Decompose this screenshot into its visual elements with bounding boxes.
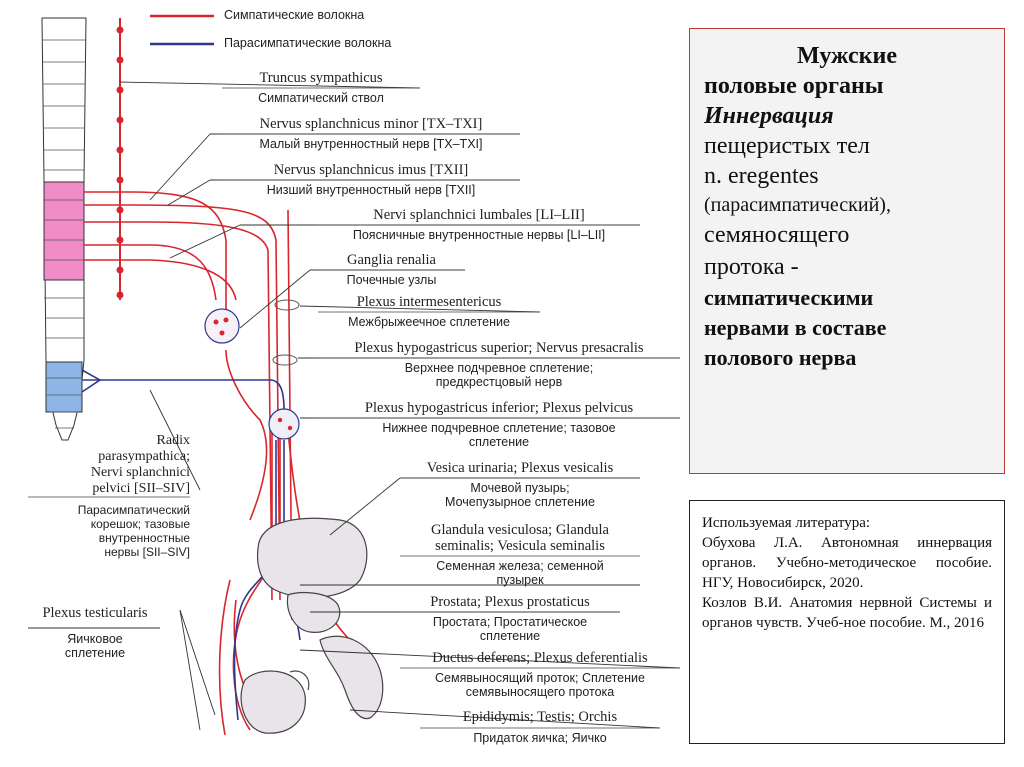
- label-ductus-latin: Ductus deferens; Plexus deferentialis: [432, 650, 648, 666]
- legend-sympathetic: Симпатические волокна: [224, 8, 365, 22]
- spinal-segment-lines: [43, 39, 86, 429]
- references-heading: Используемая литература:: [702, 515, 871, 531]
- innervation-diagram: [28, 14, 681, 736]
- label-testicularis-ru2: сплетение: [64, 646, 126, 660]
- label-ductus-ru: Семявыносящий проток; Сплетение: [435, 671, 645, 685]
- info-text-line: протока -: [704, 254, 799, 280]
- label-ductus-ru2: семявыносящего протока: [465, 685, 615, 699]
- label-lumbales-latin: Nervi splanchnici lumbales [LI–LII]: [373, 207, 585, 223]
- label-testicularis-latin: Plexus testicularis: [42, 605, 148, 621]
- label-radix-ru: Парасимпатический корешок; тазовые внутр…: [20, 503, 190, 559]
- info-title-line2: половые органы: [704, 73, 884, 99]
- label-hyposup-ru2: предкрестцовый нерв: [435, 375, 563, 389]
- info-text-line: симпатическими: [704, 285, 874, 310]
- ganglion-renale: [204, 308, 240, 344]
- label-vesica-ru2: Мочепузырное сплетение: [445, 495, 595, 509]
- radix-latin-line: Nervi splanchnici: [90, 465, 190, 480]
- epididymis: [289, 670, 310, 691]
- label-prostata-ru2: сплетение: [479, 629, 541, 643]
- label-separators: [28, 87, 680, 729]
- label-hypoinf-latin: Plexus hypogastricus inferior; Plexus pe…: [364, 400, 634, 416]
- label-imus-ru: Низший внутренностный нерв [TXII]: [266, 183, 476, 197]
- info-title-line1: Мужские: [797, 43, 897, 69]
- radix-ru-line: Парасимпатический: [77, 503, 190, 517]
- radix-ru-line: нервы [SII–SIV]: [104, 545, 190, 559]
- sympathetic-fibers: [84, 191, 351, 736]
- label-imus-latin: Nervus splanchnicus imus [TXII]: [273, 162, 469, 178]
- plexus-intermesentericus: [274, 299, 300, 311]
- info-heading: Иннервация: [704, 103, 834, 129]
- label-intermes-latin: Plexus intermesentericus: [356, 294, 502, 310]
- label-prostata-latin: Prostata; Plexus prostaticus: [430, 594, 590, 610]
- label-hyposup-latin: Plexus hypogastricus superior; Nervus pr…: [354, 340, 644, 356]
- info-text-line: нервами в составе: [704, 315, 887, 340]
- label-testicularis-ru: Яичковое: [67, 632, 123, 646]
- pelvic-organs: [240, 517, 384, 734]
- reference-item: Обухова Л.А. Автономная иннервация орган…: [702, 535, 992, 591]
- radix-ru-line: корешок; тазовые: [90, 517, 190, 531]
- label-glandula-ru: Семенная железа; семенной: [436, 559, 604, 573]
- radix-ru-line: внутренностные: [98, 531, 190, 545]
- plexus-hypogastricus-superior: [272, 354, 298, 366]
- label-minor-ru: Малый внутренностный нерв [TX–TXI]: [259, 137, 483, 151]
- label-radix-latin: Radix parasympathica; Nervi splanchnici …: [20, 433, 190, 497]
- label-intermes-ru: Межбрыжеечное сплетение: [348, 315, 510, 329]
- label-truncus-ru: Симпатический ствол: [258, 91, 384, 105]
- sympathetic-trunk: [116, 18, 124, 300]
- label-glandula-ru2: пузырек: [496, 573, 544, 587]
- label-vesica-latin: Vesica urinaria; Plexus vesicalis: [426, 460, 614, 476]
- plexus-nodes: [204, 299, 300, 440]
- reference-item: Козлов В.И. Анатомия нервной Системы и о…: [702, 595, 992, 631]
- label-ganglia-latin: Ganglia renalia: [347, 252, 436, 268]
- label-epididymis-ru: Придаток яичка; Яичко: [473, 731, 607, 745]
- label-lumbales-ru: Поясничные внутренностные нервы [LI–LII]: [352, 228, 606, 242]
- label-minor-latin: Nervus splanchnicus minor [TX–TXI]: [259, 116, 483, 132]
- radix-latin-line: parasympathica;: [98, 449, 190, 464]
- label-hypoinf-ru: Нижнее подчревное сплетение; тазовое: [382, 421, 616, 435]
- label-hypoinf-ru2: сплетение: [468, 435, 530, 449]
- legend-parasympathetic: Парасимпатические волокна: [224, 36, 392, 50]
- label-glandula-latin2: seminalis; Vesicula seminalis: [435, 538, 605, 554]
- label-prostata-ru: Простата; Простатическое: [432, 615, 588, 629]
- spinal-column: [41, 17, 87, 441]
- info-panel: Мужские половые органы Иннервация пещери…: [689, 28, 1005, 474]
- radix-latin-line: Radix: [156, 433, 190, 448]
- label-vesica-ru: Мочевой пузырь;: [470, 481, 570, 495]
- plexus-hypogastricus-inferior: [268, 408, 300, 440]
- label-epididymis-latin: Epididymis; Testis; Orchis: [462, 709, 618, 725]
- info-text-line: (парасимпатический),: [704, 194, 891, 216]
- radix-latin-line: pelvici [SII–SIV]: [92, 481, 190, 496]
- label-glandula-latin: Glandula vesiculosa; Glandula: [431, 522, 609, 538]
- testis: [240, 670, 306, 734]
- label-truncus-latin: Truncus sympathicus: [259, 70, 383, 86]
- references-panel: Используемая литература: Обухова Л.А. Ав…: [689, 500, 1005, 744]
- info-text-line: полового нерва: [704, 345, 857, 370]
- info-text-line: пещеристых тел: [704, 133, 870, 159]
- info-text-line: n. eregentes: [704, 163, 819, 189]
- sacral-segments-highlight: [45, 361, 83, 413]
- vesica-urinaria: [256, 517, 368, 599]
- penis: [319, 635, 384, 720]
- label-ganglia-ru: Почечные узлы: [346, 273, 437, 287]
- label-hyposup-ru: Верхнее подчревное сплетение;: [404, 361, 594, 375]
- thoracic-segments-highlight: [43, 181, 85, 281]
- info-text-line: семяносящего: [704, 222, 850, 248]
